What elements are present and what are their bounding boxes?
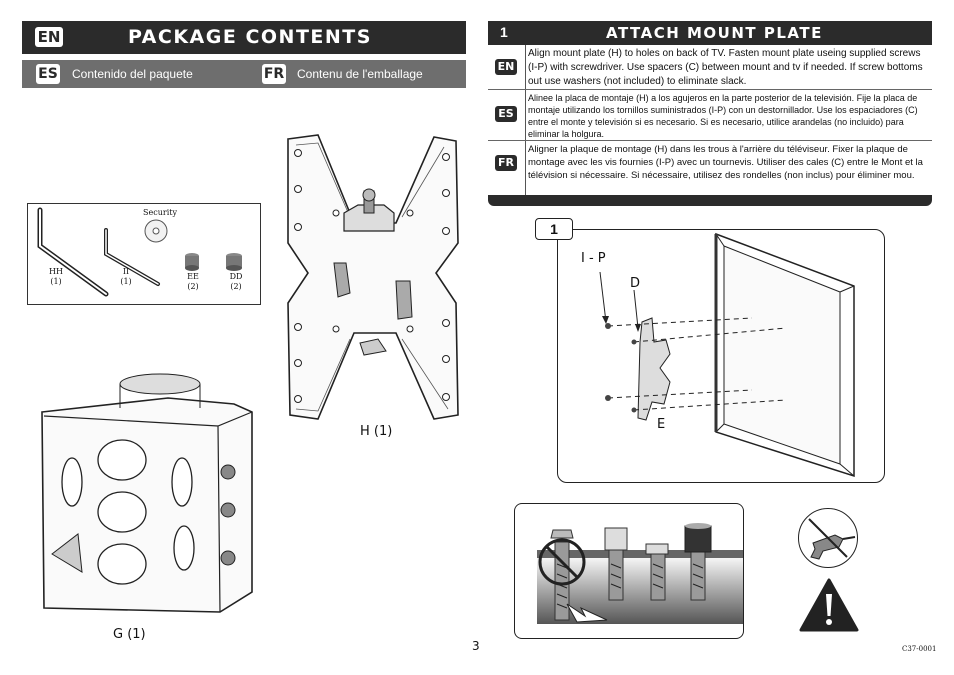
warning-icon (799, 578, 859, 632)
no-drill-icon (798, 508, 858, 568)
figure-1-frame (557, 229, 885, 483)
drill-icon (808, 518, 856, 560)
es-instruction-tag: ES (495, 106, 517, 122)
package-contents-header: EN PACKAGE CONTENTS (22, 21, 466, 54)
page-title: PACKAGE CONTENTS (128, 26, 372, 48)
instruction-row-es: ES Alinee la placa de montaje (H) a los … (488, 90, 932, 141)
figure-number: 1 (550, 221, 558, 237)
fr-instruction-text: Aligner la plaque de montage (H) dans le… (528, 144, 923, 181)
mount-plate-illustration (287, 134, 459, 420)
hardware-code-dd: DD (229, 272, 243, 281)
hardware-qty-ee: (2) (187, 282, 199, 291)
step-title: ATTACH MOUNT PLATE (606, 24, 823, 42)
figure-label-screws: I - P (581, 251, 606, 266)
en-instruction-tag: EN (495, 59, 517, 75)
hardware-qty-dd: (2) (230, 282, 242, 291)
en-instruction-text: Align mount plate (H) to holes on back o… (528, 48, 923, 87)
hardware-code-ii: II (122, 267, 130, 276)
fr-language-badge: FR (262, 64, 286, 84)
instruction-body (488, 45, 932, 195)
screw-length-detail (514, 503, 744, 639)
hardware-code-hh: HH (49, 267, 63, 276)
tv-assembly-illustration (599, 232, 855, 478)
hardware-qty-hh: (1) (50, 277, 62, 286)
figure-label-washer: D (630, 276, 641, 291)
document-code: C37-0001 (902, 645, 937, 653)
en-language-badge: EN (35, 27, 63, 47)
page-number: 3 (472, 639, 480, 653)
figure-number-badge: 1 (535, 218, 573, 240)
translated-titles-bar: ES Contenido del paquete FR Contenu de l… (22, 60, 466, 88)
hardware-illustration (37, 207, 242, 297)
fr-instruction-tag: FR (495, 155, 517, 171)
fr-title: Contenu de l'emballage (297, 67, 423, 81)
es-title: Contenido del paquete (72, 67, 193, 81)
es-language-badge: ES (36, 64, 60, 84)
instruction-row-en: EN Align mount plate (H) to holes on bac… (488, 45, 932, 90)
step-header: 1 ATTACH MOUNT PLATE (488, 21, 932, 45)
hardware-box: Security HH (1) II (1) EE (2) DD (2) (27, 203, 261, 305)
hardware-qty-ii: (1) (120, 277, 132, 286)
step-number: 1 (500, 24, 508, 40)
mounting-box-illustration (41, 373, 253, 613)
instruction-row-fr: FR Aligner la plaque de montage (H) dans… (488, 141, 932, 195)
security-label: Security (143, 208, 177, 217)
mount-plate-label: H (1) (360, 424, 393, 439)
es-instruction-text: Alinee la placa de montaje (H) a los agu… (528, 93, 918, 139)
screw-length-illustration (537, 523, 743, 624)
mounting-box-label: G (1) (113, 627, 146, 642)
hardware-code-ee: EE (187, 272, 199, 281)
figure-label-spacer: E (657, 417, 666, 432)
